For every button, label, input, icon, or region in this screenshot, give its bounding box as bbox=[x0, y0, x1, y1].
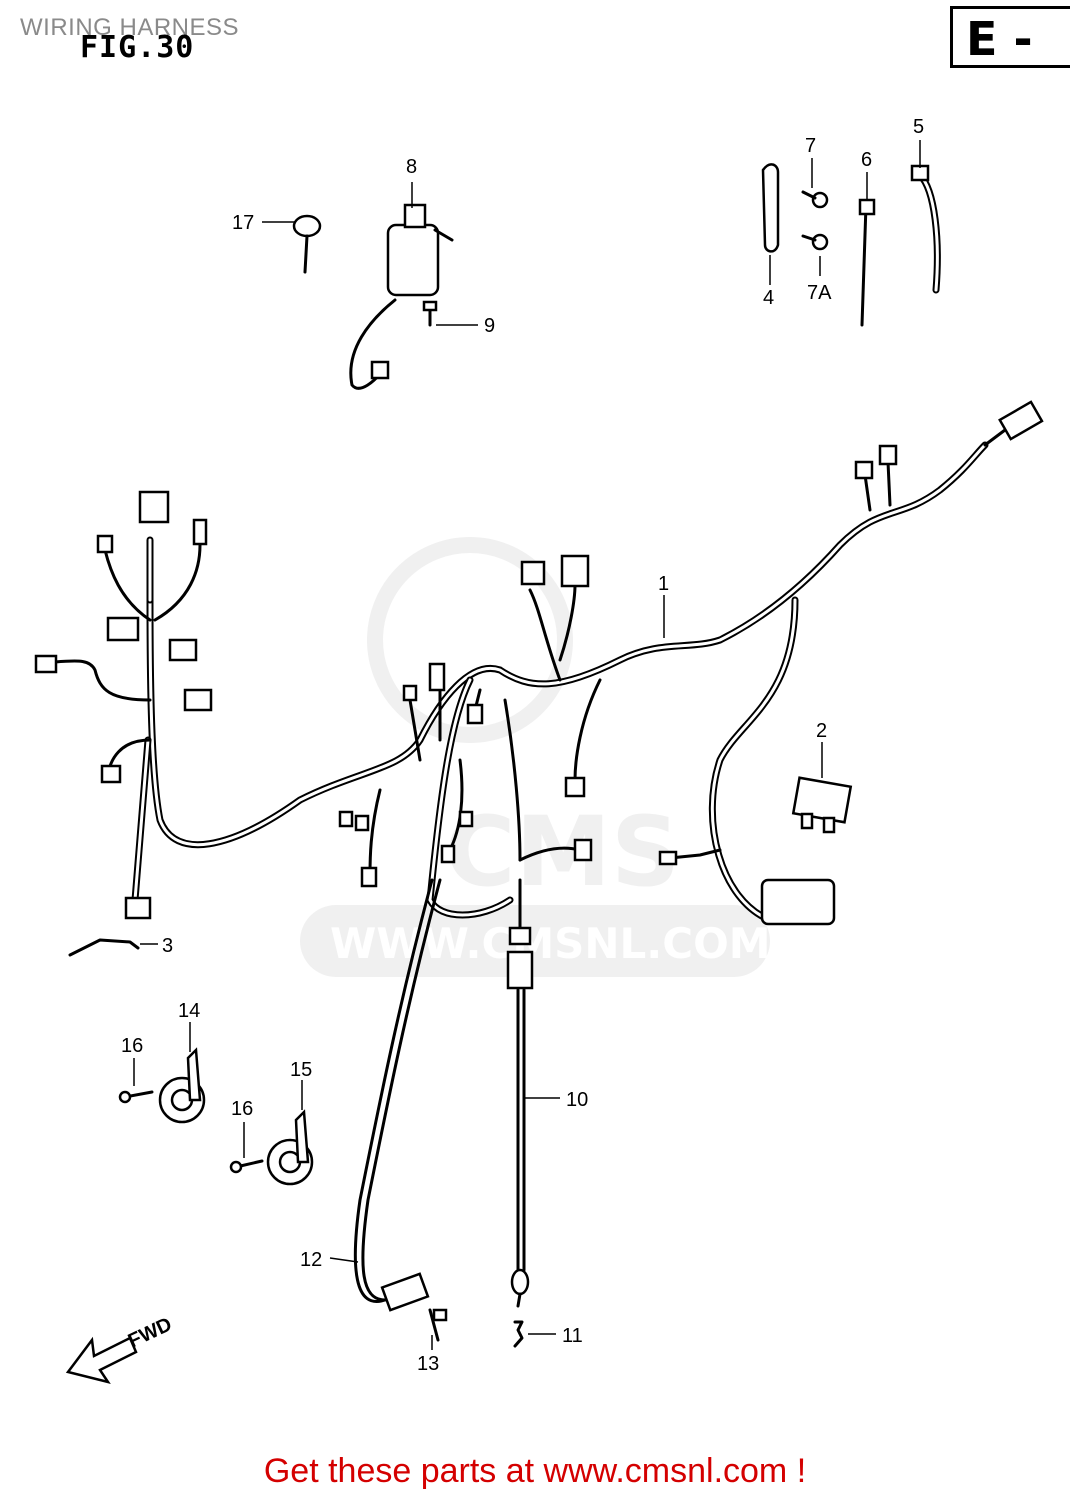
clamp bbox=[68, 938, 140, 957]
bracket bbox=[761, 163, 780, 253]
direction-label: FWD bbox=[125, 1313, 176, 1352]
main-harness bbox=[34, 400, 1044, 946]
switch-screw bbox=[422, 300, 438, 327]
page-title: WIRING HARNESS bbox=[20, 14, 240, 41]
callout-14: 14 bbox=[178, 1000, 200, 1022]
callout-2: 2 bbox=[816, 720, 827, 742]
ground-bolt bbox=[428, 1308, 448, 1342]
watermark-text: WWW.CMSNL.COM bbox=[330, 919, 771, 968]
callout-15: 15 bbox=[290, 1059, 312, 1081]
callout-16-upper: 16 bbox=[121, 1035, 143, 1057]
callout-7: 7 bbox=[805, 135, 816, 157]
callout-4: 4 bbox=[763, 287, 774, 309]
region-code-box bbox=[950, 6, 1070, 68]
bolt bbox=[513, 1320, 524, 1348]
horn-bolt-16a bbox=[118, 1090, 154, 1104]
leader-lines bbox=[133, 140, 921, 1350]
callout-13: 13 bbox=[417, 1353, 439, 1375]
key-icon bbox=[292, 214, 322, 274]
callout-16-lower: 16 bbox=[231, 1098, 253, 1120]
watermark-logo: CMS bbox=[445, 796, 680, 908]
region-code: E - bbox=[966, 12, 1033, 66]
horn-14 bbox=[158, 1047, 206, 1124]
ignition-switch bbox=[349, 203, 454, 390]
callout-1: 1 bbox=[658, 573, 669, 595]
callout-7a: 7A bbox=[807, 282, 832, 304]
horn-bolt-16b bbox=[229, 1159, 264, 1174]
figure-number: FIG.30 bbox=[80, 30, 195, 65]
callout-11: 11 bbox=[562, 1325, 583, 1347]
callout-3: 3 bbox=[162, 935, 173, 957]
callout-6: 6 bbox=[861, 149, 872, 171]
callout-5: 5 bbox=[913, 116, 924, 138]
cable-tie-6 bbox=[860, 203, 868, 327]
callout-12: 12 bbox=[300, 1249, 322, 1271]
horn-15 bbox=[266, 1109, 314, 1186]
ground-wire bbox=[353, 878, 442, 1312]
battery-lead bbox=[506, 950, 534, 1308]
forward-arrow-icon: FWD bbox=[65, 1313, 176, 1384]
callout-17: 17 bbox=[232, 212, 254, 234]
screw bbox=[801, 190, 829, 209]
callout-8: 8 bbox=[406, 156, 417, 178]
screw-7a bbox=[801, 233, 829, 251]
callout-9: 9 bbox=[484, 315, 495, 337]
footer-link[interactable]: Get these parts at www.cmsnl.com ! bbox=[263, 1452, 807, 1490]
watermark: CMS WWW.CMSNL.COM bbox=[300, 537, 771, 977]
fuse bbox=[791, 776, 853, 834]
callout-10: 10 bbox=[566, 1089, 588, 1111]
